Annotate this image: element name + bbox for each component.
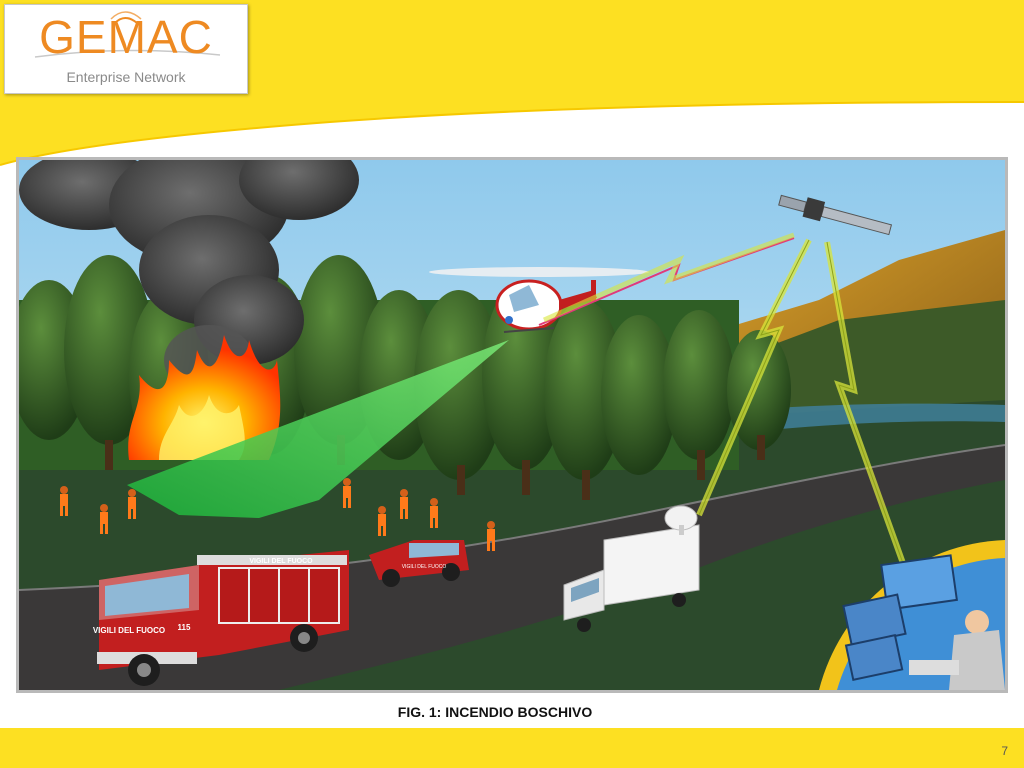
page-number: 7 xyxy=(1001,744,1008,758)
satellite-van-icon xyxy=(563,505,700,632)
company-logo: GEMAC Enterprise Network xyxy=(4,4,248,94)
jeep-side-label: VIGILI DEL FUOCO xyxy=(402,564,447,570)
footer-band xyxy=(0,728,1024,768)
logo-wordmark: GEMAC xyxy=(39,11,213,63)
fire-icon xyxy=(128,335,281,460)
operator-station-icon xyxy=(819,540,1005,690)
communication-links xyxy=(538,232,912,582)
figure-caption: FIG. 1: INCENDIO BOSCHIVO xyxy=(397,704,593,720)
truck-number-label: 115 xyxy=(178,623,191,632)
logo-signal-icon xyxy=(34,11,221,58)
truck-front-label: VIGILI DEL FUOCO xyxy=(93,626,165,635)
header-band xyxy=(0,0,1024,166)
fire-jeep-icon: VIGILI DEL FUOCO xyxy=(369,540,469,587)
smoke-plume-icon xyxy=(19,160,359,395)
fire-truck-icon: VIGILI DEL FUOCO VIGILI DEL FUOCO 115 xyxy=(93,550,349,686)
scan-beam xyxy=(127,340,509,518)
firefighters xyxy=(60,478,495,551)
figure-illustration: VIGILI DEL FUOCO VIGILI DEL FUOCO 115 VI… xyxy=(16,157,1008,693)
logo-tagline: Enterprise Network xyxy=(66,69,186,85)
truck-side-label: VIGILI DEL FUOCO xyxy=(249,558,313,565)
satellite-icon xyxy=(778,194,893,236)
